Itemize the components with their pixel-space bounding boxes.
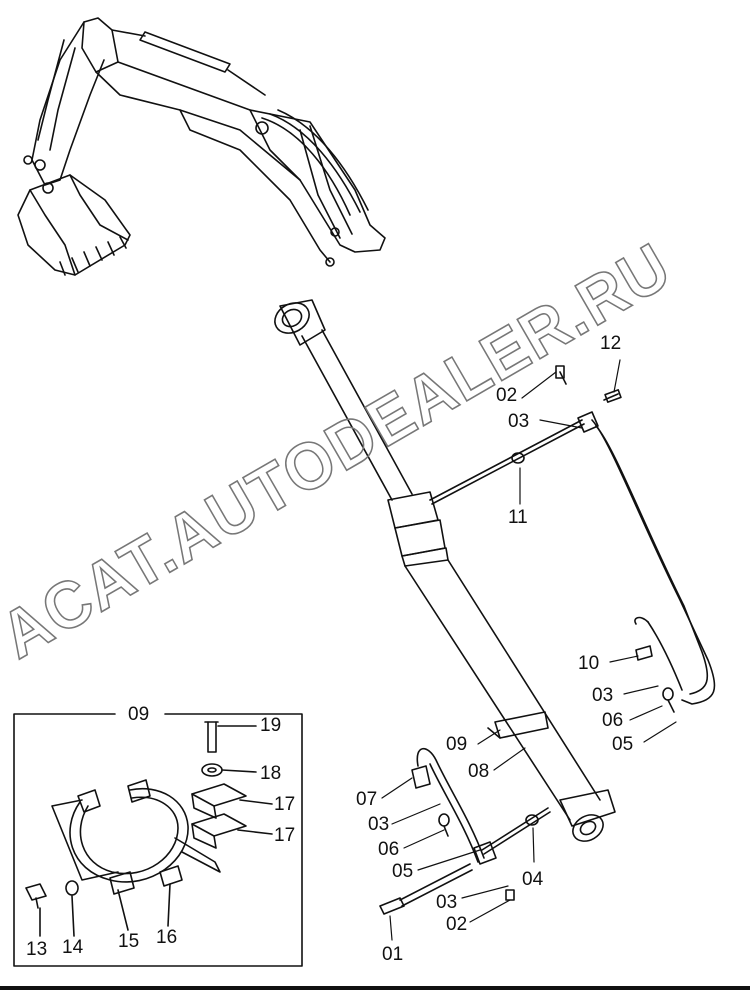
bottom-border [0,986,750,990]
callout-06-right: 06 [602,710,624,731]
lower-pipe-assembly [379,747,551,915]
callout-05-right: 05 [612,734,634,755]
callout-10: 10 [578,653,600,674]
callout-03-lower: 03 [436,892,458,913]
callout-08: 08 [468,761,490,782]
callout-05-left: 05 [392,861,414,882]
callout-19: 19 [260,715,282,736]
callout-03-upper: 03 [508,411,530,432]
callout-03-left: 03 [368,814,390,835]
callout-17-lower: 17 [274,825,296,846]
watermark: ACAT.AUTODEALER.RU [0,227,684,673]
callout-16: 16 [156,927,178,948]
callout-13: 13 [26,939,48,960]
excavator-arm-illustration [17,17,386,276]
leader-lines [381,359,677,941]
callout-03-right: 03 [592,685,614,706]
callout-07: 07 [356,789,378,810]
clamp-detail-inset [13,713,303,967]
callout-18: 18 [260,763,282,784]
callout-02-upper: 02 [496,385,518,406]
hydraulic-cylinder [274,299,616,842]
callout-12: 12 [600,333,622,354]
callout-09-main: 09 [446,734,468,755]
callout-06-left: 06 [378,839,400,860]
watermark-text: ACAT.AUTODEALER.RU [0,228,683,672]
callout-04: 04 [522,869,544,890]
callout-09-inset: 09 [128,704,150,725]
callout-01: 01 [382,944,404,965]
callout-15: 15 [118,931,140,952]
upper-pipe-assembly [429,365,716,713]
callout-14: 14 [62,937,84,958]
callout-11: 11 [508,507,528,528]
callout-17-upper: 17 [274,794,296,815]
callout-02-lower: 02 [446,914,468,935]
